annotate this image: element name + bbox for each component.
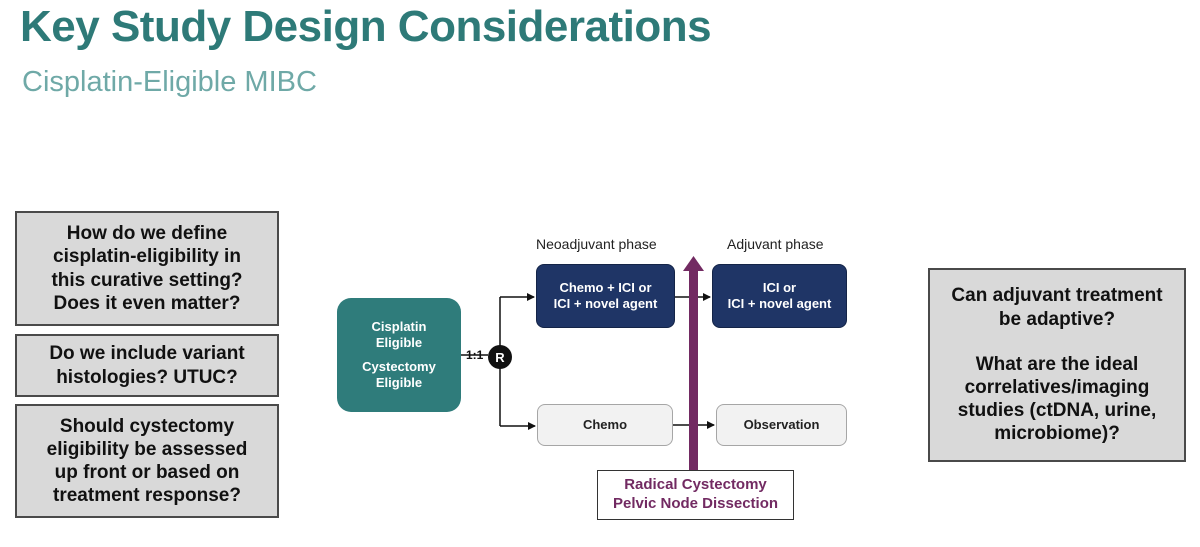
population-line: Eligible xyxy=(375,375,423,391)
population-line: Eligible xyxy=(375,334,423,350)
question-box-cystectomy-eligibility: Should cystectomy eligibility be assesse… xyxy=(15,404,279,518)
randomization-symbol: R xyxy=(495,349,505,365)
randomization-icon: R xyxy=(488,345,512,369)
question-line: Do we include variant xyxy=(49,343,245,365)
surgery-arrow-head xyxy=(683,256,704,271)
arm-line: Chemo + ICI or xyxy=(559,279,652,295)
question-line: Should cystectomy xyxy=(59,415,235,437)
question-line: this curative setting? xyxy=(51,269,243,291)
question-line: treatment response? xyxy=(53,485,241,507)
control-adjuvant-box: Observation xyxy=(716,404,847,446)
experimental-adjuvant-box: ICI or ICI + novel agent xyxy=(712,264,847,328)
adjuvant-phase-label: Adjuvant phase xyxy=(727,236,824,252)
slide-title: Key Study Design Considerations xyxy=(20,2,712,51)
question-line: be adaptive? xyxy=(998,308,1116,330)
question-line: What are the ideal xyxy=(975,353,1139,375)
question-line: studies (ctDNA, urine, xyxy=(957,400,1157,422)
arm-line: ICI or xyxy=(762,279,797,295)
control-neoadjuvant-box: Chemo xyxy=(537,404,673,446)
question-line: Can adjuvant treatment xyxy=(951,285,1163,307)
question-line: correlatives/imaging xyxy=(964,377,1150,398)
question-line: microbiome)? xyxy=(994,423,1120,445)
arm-line: ICI + novel agent xyxy=(553,296,658,311)
randomization-ratio: 1:1 xyxy=(466,348,484,362)
experimental-neoadjuvant-box: Chemo + ICI or ICI + novel agent xyxy=(536,264,675,328)
question-line: up front or based on xyxy=(54,462,240,483)
question-line: cisplatin-eligibility in xyxy=(53,246,241,268)
question-box-adjuvant-adaptive: Can adjuvant treatment be adaptive? What… xyxy=(928,268,1186,462)
slide-subtitle: Cisplatin-Eligible MIBC xyxy=(22,66,317,98)
population-line: Cisplatin xyxy=(371,318,427,334)
surgery-line: Pelvic Node Dissection xyxy=(612,495,779,512)
surgery-box: Radical Cystectomy Pelvic Node Dissectio… xyxy=(597,470,794,520)
arm-line: Chemo xyxy=(582,416,628,432)
question-line: eligibility be assessed xyxy=(46,438,248,460)
question-box-cisplatin-eligibility: How do we define cisplatin-eligibility i… xyxy=(15,211,279,326)
surgery-line: Radical Cystectomy xyxy=(624,476,767,494)
arm-line: Observation xyxy=(743,416,820,432)
question-box-variant-histologies: Do we include variant histologies? UTUC? xyxy=(15,334,279,397)
population-line: Cystectomy xyxy=(362,359,436,374)
question-line: Does it even matter? xyxy=(53,292,241,314)
arm-line: ICI + novel agent xyxy=(727,296,832,311)
population-box: Cisplatin Eligible Cystectomy Eligible xyxy=(337,298,461,412)
neoadjuvant-phase-label: Neoadjuvant phase xyxy=(536,236,657,252)
question-line: histologies? UTUC? xyxy=(56,366,238,388)
surgery-arrow-shaft xyxy=(689,270,698,470)
question-line: How do we define xyxy=(66,223,228,245)
